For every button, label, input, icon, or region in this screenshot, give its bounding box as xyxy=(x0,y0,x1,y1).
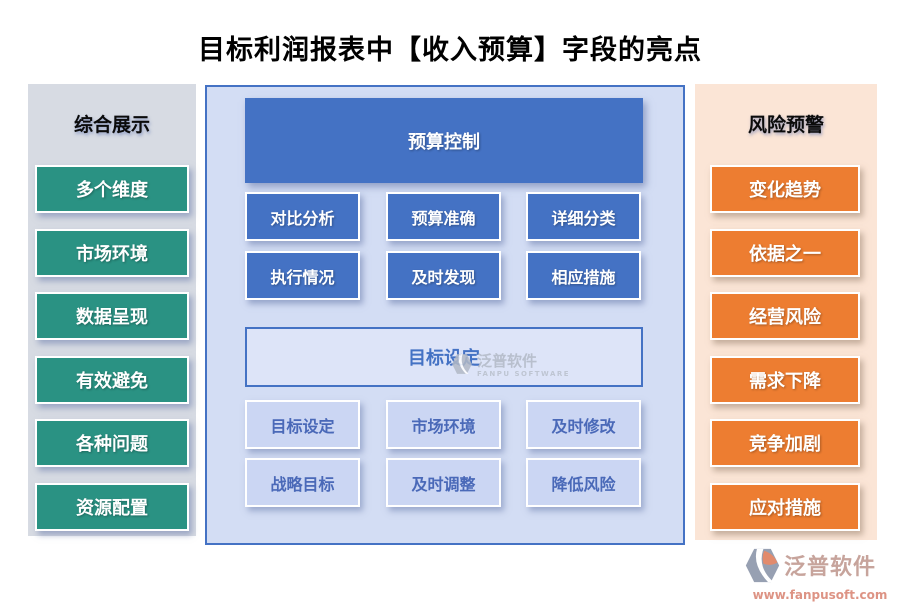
right-item-3: 经营风险 xyxy=(710,292,860,340)
left-item-4: 有效避免 xyxy=(35,356,189,404)
budget-item-3: 详细分类 xyxy=(526,192,641,241)
goal-item-5: 及时调整 xyxy=(386,458,501,507)
goal-item-4: 战略目标 xyxy=(245,458,360,507)
budget-item-5: 及时发现 xyxy=(386,251,501,300)
page-title: 目标利润报表中【收入预算】字段的亮点 xyxy=(198,35,702,66)
left-item-6: 资源配置 xyxy=(35,483,189,531)
footer-website-text: www.fanpusoft.com xyxy=(752,588,888,602)
right-item-6: 应对措施 xyxy=(710,483,860,531)
right-item-4: 需求下降 xyxy=(710,356,860,404)
left-item-2: 市场环境 xyxy=(35,229,189,277)
goal-setting-header: 目标设定 xyxy=(245,327,643,387)
right-item-1: 变化趋势 xyxy=(710,165,860,213)
left-item-5: 各种问题 xyxy=(35,419,189,467)
budget-item-2: 预算准确 xyxy=(386,192,501,241)
left-panel-comprehensive-display: 综合展示 多个维度 市场环境 数据呈现 有效避免 各种问题 资源配置 xyxy=(28,84,196,536)
footer-brand-text: 泛普软件 xyxy=(784,554,877,580)
goal-item-2: 市场环境 xyxy=(386,400,501,449)
goal-item-6: 降低风险 xyxy=(526,458,641,507)
budget-item-1: 对比分析 xyxy=(245,192,360,241)
budget-control-header: 预算控制 xyxy=(245,98,643,183)
right-panel-header: 风险预警 xyxy=(747,114,824,136)
right-item-2: 依据之一 xyxy=(710,229,860,277)
left-panel-header: 综合展示 xyxy=(73,114,150,136)
goal-item-3: 及时修改 xyxy=(526,400,641,449)
right-item-5: 竞争加剧 xyxy=(710,419,860,467)
center-panel-budget: 预算控制 对比分析 预算准确 详细分类 执行情况 及时发现 相应措施 目标设定 … xyxy=(205,85,685,545)
left-item-1: 多个维度 xyxy=(35,165,189,213)
budget-item-4: 执行情况 xyxy=(245,251,360,300)
right-panel-risk-warning: 风险预警 变化趋势 依据之一 经营风险 需求下降 竞争加剧 应对措施 xyxy=(695,84,877,540)
fanpu-logo-icon xyxy=(744,547,781,588)
budget-item-6: 相应措施 xyxy=(526,251,641,300)
footer-logo: 泛普软件 www.fanpusoft.com xyxy=(744,547,896,602)
left-item-3: 数据呈现 xyxy=(35,292,189,340)
goal-item-1: 目标设定 xyxy=(245,400,360,449)
